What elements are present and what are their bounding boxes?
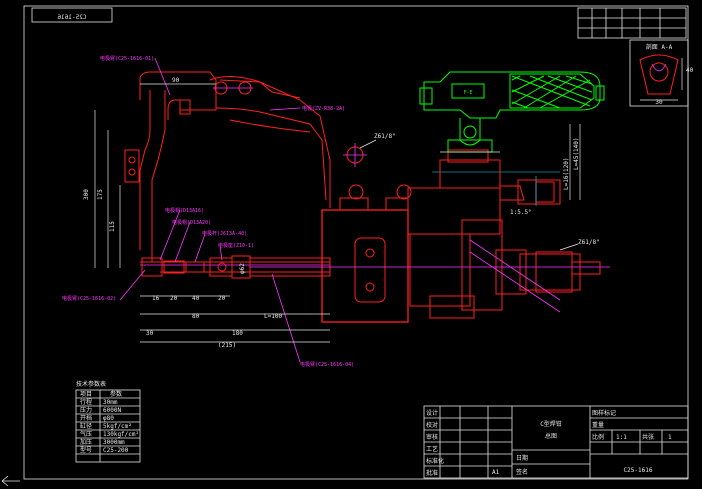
dimensions: 90 300 175 115 16 20 40 20 80 L=100 30 1… <box>83 77 600 349</box>
dim-175: 175 <box>97 189 104 200</box>
callout-cap-2: 电极帽(D13A20) <box>172 219 211 226</box>
dim-115: 115 <box>109 221 116 232</box>
dim-40: 40 <box>192 295 200 302</box>
upper-arm <box>124 71 412 262</box>
tech-row-label: 开档 <box>80 414 92 422</box>
tb-left-label: 审核 <box>426 433 438 441</box>
dim-side-b: L=45(140) <box>573 137 580 170</box>
dim-phi62: φ62 <box>239 263 246 274</box>
tb-scale: 1:1 <box>616 434 627 441</box>
tb-sheet-label: 共张 <box>642 433 654 441</box>
tb-mid-label: A1 <box>492 469 500 476</box>
tb-left-label: 批准 <box>426 469 438 477</box>
dim-80: 80 <box>192 313 200 320</box>
tb-sheet: 1 <box>668 434 672 441</box>
tech-row-value: 5kgf/cm² <box>103 423 132 430</box>
title-drawing-number: C25-1616 <box>624 467 653 474</box>
drawing-border <box>23 5 689 480</box>
tb-right-label: 比例 <box>592 433 604 441</box>
revision-grid <box>577 7 687 39</box>
tb-left-label: 校对 <box>426 421 438 429</box>
section-width: 30 <box>655 99 663 106</box>
dim-side-a: L=16(120) <box>563 157 570 190</box>
tb-right-label: 图样标记 <box>592 409 616 417</box>
dim-90: 90 <box>172 77 180 84</box>
title-sub: 总图 <box>545 432 557 440</box>
callouts: 电极臂(C25-1616-01) 电极(ZV-R38-2A) 电极帽(D13A1… <box>62 55 354 368</box>
tech-row-value: 30mm <box>103 399 118 406</box>
dim-angle2: Z61/8" <box>578 239 600 246</box>
tech-row-value: 130kgf/cm² <box>103 431 139 438</box>
tech-row-label: 气压 <box>80 430 92 438</box>
tb-left-label: 标准化 <box>426 457 444 465</box>
tech-table-title: 技术参数表 <box>76 380 106 388</box>
dim-20: 20 <box>170 295 178 302</box>
tech-table: 技术参数表 项目 参数 行程 30mm 压力 6000N 开档 φ80 缸径 5… <box>75 380 141 463</box>
tech-row-value: 3000mm <box>103 439 125 446</box>
tech-row-value: C25-200 <box>103 447 129 454</box>
callout-upper-arm: 电极臂(C25-1616-01) <box>100 55 154 62</box>
dim-180: 180 <box>232 330 243 337</box>
callout-lower-arm: 电极臂(C25-1616-02) <box>62 295 116 302</box>
tb-left-label: 设计 <box>426 409 438 417</box>
callout-electrode: 电极(ZV-R38-2A) <box>302 105 345 112</box>
tech-row-label: 加压 <box>80 438 92 446</box>
dim-30: 30 <box>146 330 154 337</box>
callout-arm-04: 电极臂(C25-1616-04) <box>300 361 354 368</box>
section-height: 40 <box>686 67 694 74</box>
title-name: C型焊钳 <box>540 420 562 428</box>
cursor-icon <box>1 475 20 487</box>
dim-215: (215) <box>218 342 236 349</box>
tech-row-value: 6000N <box>103 407 121 414</box>
dim-16: 16 <box>152 295 160 302</box>
tech-row-label: 型号 <box>80 446 92 454</box>
tb-right-label: 重量 <box>592 421 604 429</box>
title-block: 设计 校对 审核 工艺 标准化 批准 C型焊钳 总图 日期 签名 A1 图样标记… <box>423 405 689 479</box>
tech-row-label: 压力 <box>80 406 92 414</box>
section-title: 剖面 A-A <box>646 43 673 51</box>
cylinder-body <box>250 149 610 323</box>
dim-angle1: Z61/8" <box>374 133 396 140</box>
dim-300: 300 <box>83 189 90 200</box>
tech-row-label: 行程 <box>80 398 92 406</box>
tb-mid-label: 签名 <box>516 468 528 476</box>
tech-header-value: 参数 <box>110 390 122 398</box>
tech-row-label: 缸径 <box>80 422 92 430</box>
section-detail: 剖面 A-A 30 40 <box>629 39 694 107</box>
dim-l100: L=100 <box>264 313 282 320</box>
tech-header-item: 项目 <box>80 391 92 398</box>
tb-mid-label: 日期 <box>516 454 528 462</box>
dim-inclination: 1:5.5° <box>510 209 532 216</box>
callout-rod: 电极杆(J613A-40) <box>202 230 247 237</box>
dim-20b: 20 <box>218 295 226 302</box>
tb-left-label: 工艺 <box>426 445 438 453</box>
gun-handle: F-E <box>419 71 605 153</box>
mirrored-drawing-number: C25-1616 <box>31 7 113 23</box>
callout-holder: 电极座(Z10-1) <box>218 242 254 249</box>
gun-label: F-E <box>463 90 472 96</box>
callout-cap-1: 电极帽(D13A16) <box>165 207 204 214</box>
mirrored-number-text: C25-1616 <box>57 14 86 21</box>
tech-row-value: φ80 <box>103 415 114 422</box>
